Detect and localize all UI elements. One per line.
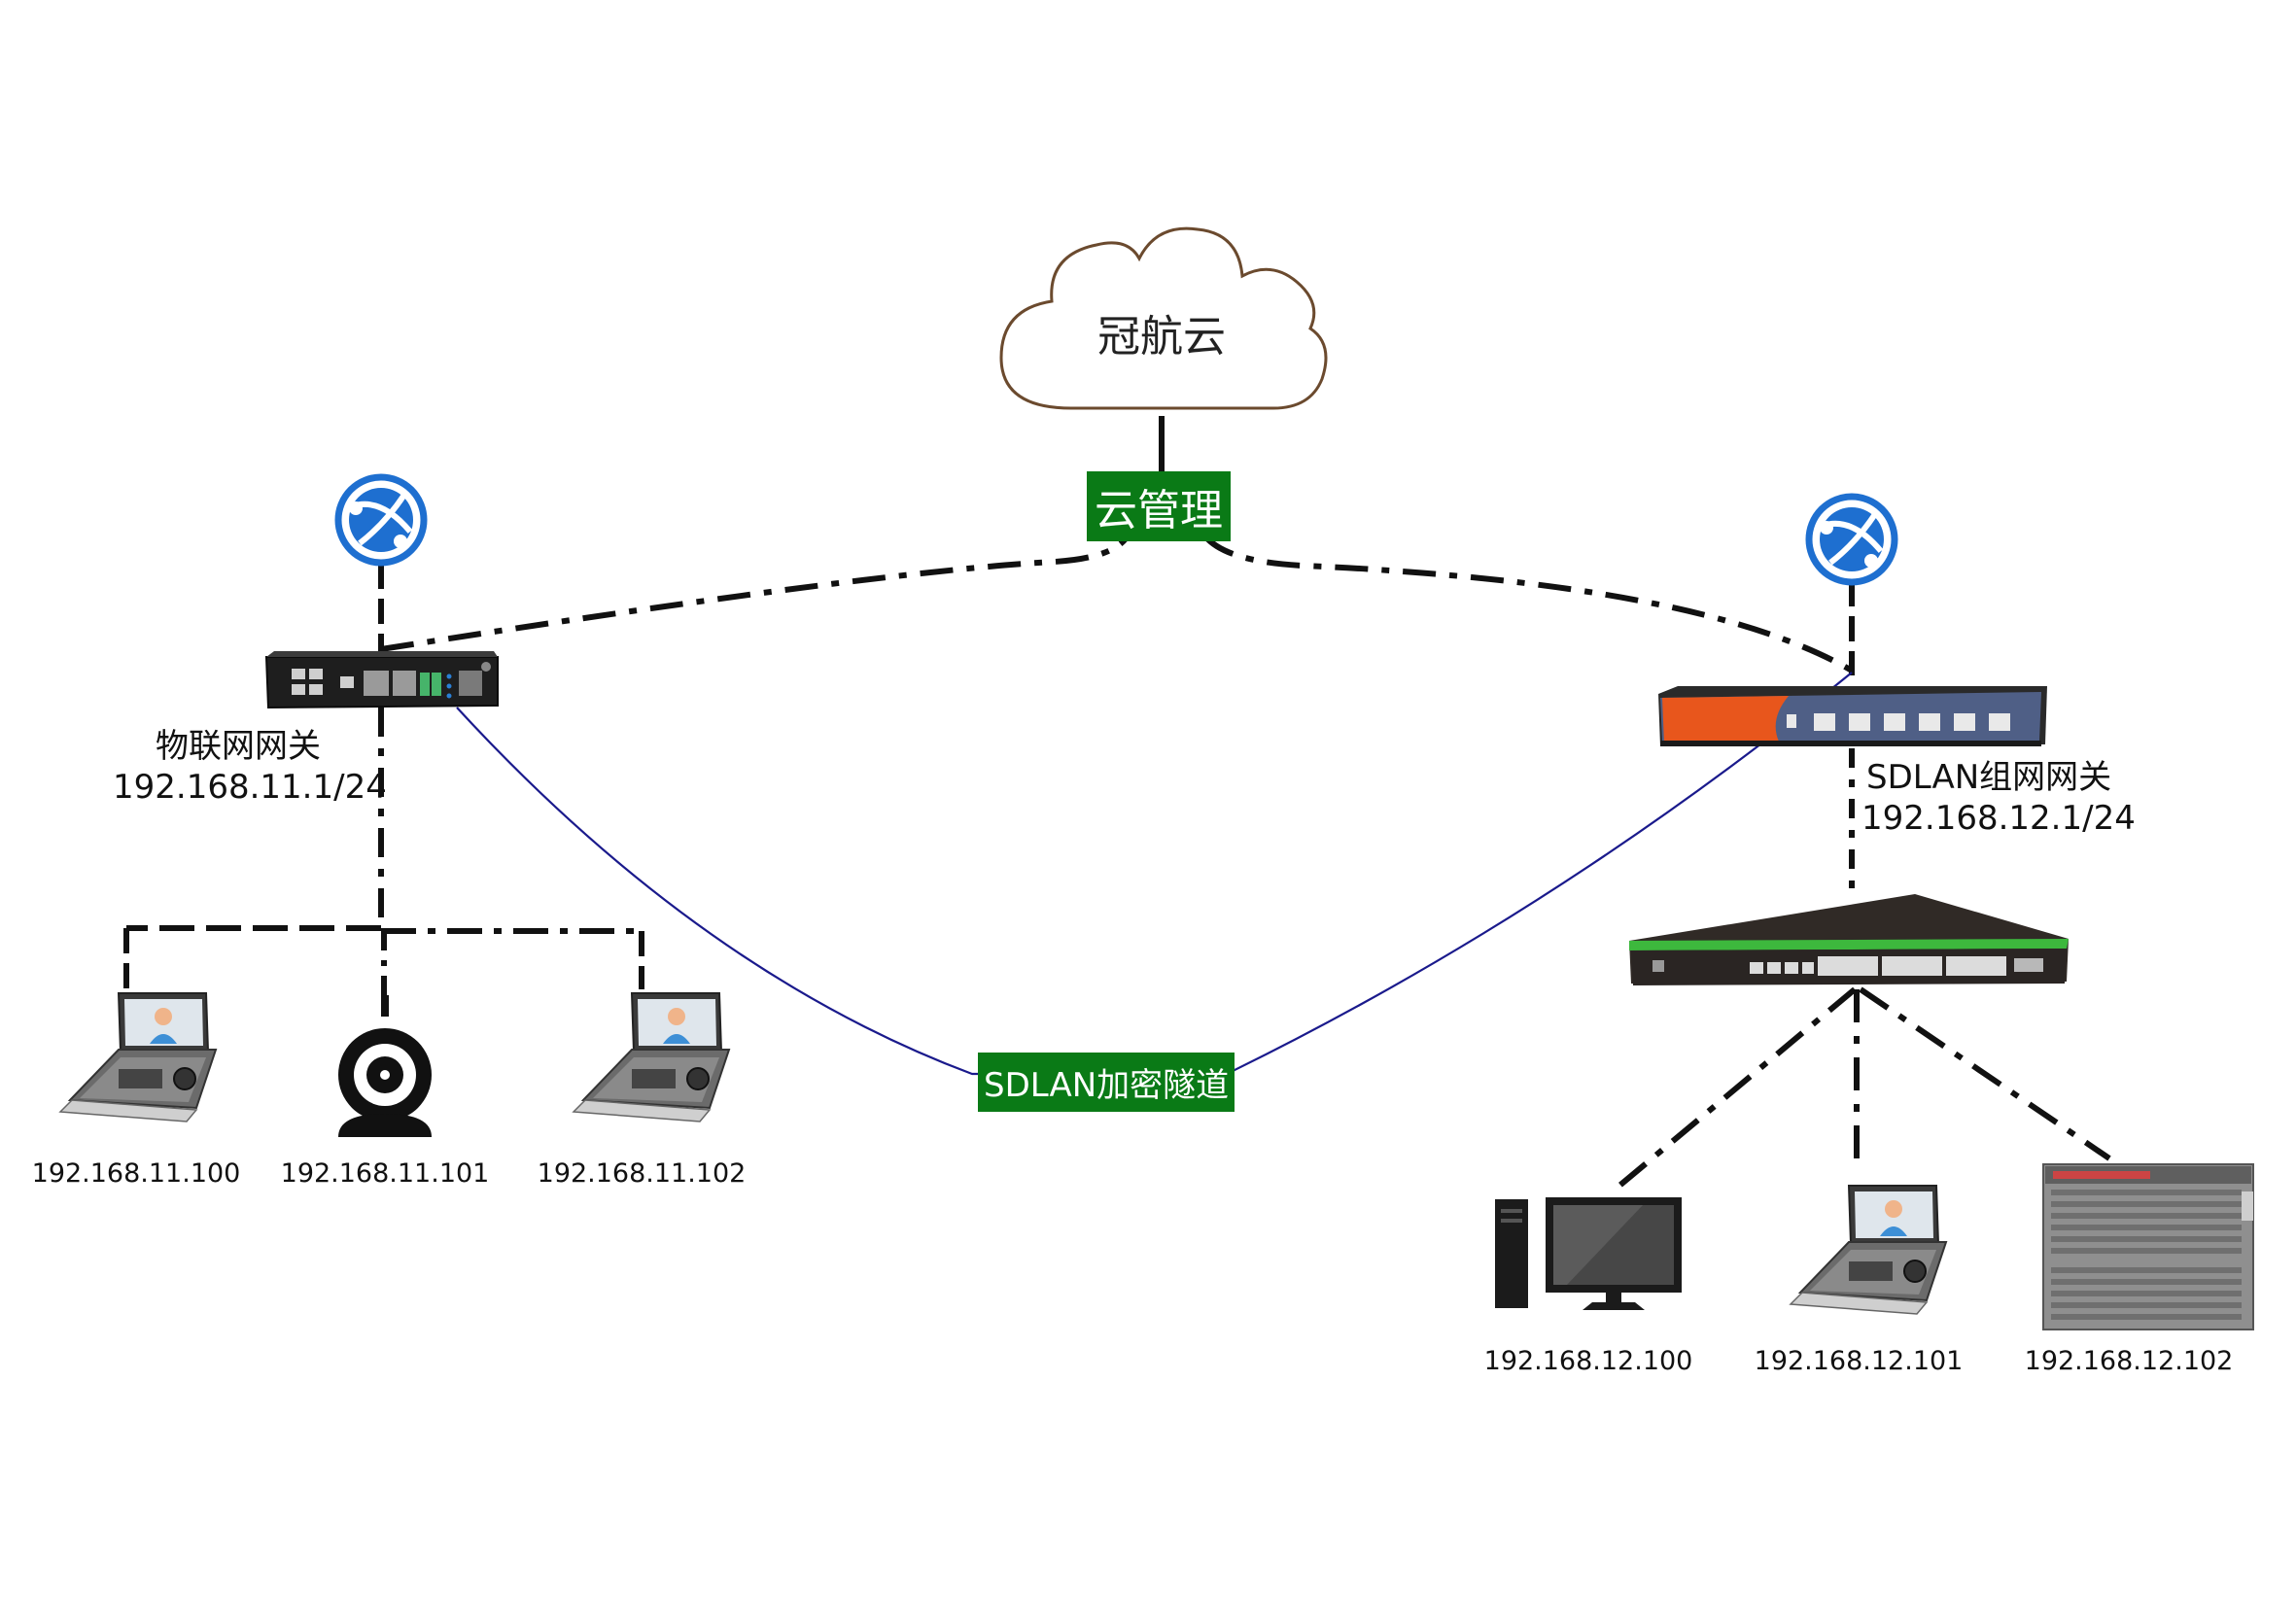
left-device-2-ip: 192.168.11.101 [280,1158,490,1189]
video-phone-icon [573,992,730,1122]
switch-link-server [1859,986,2111,1161]
switch-link-pc [1612,986,1857,1193]
right-device-3-ip: 192.168.12.102 [2024,1346,2234,1376]
video-phone-icon [59,992,217,1122]
router-icon [264,651,499,709]
rack-server-icon [2042,1163,2254,1330]
cloud-icon [999,226,1328,410]
gateway-left-ip: 192.168.11.1/24 [113,768,387,807]
cloud-management-tag: 云管理 [1087,471,1231,541]
sdlan-tunnel-tag: SDLAN加密隧道 [978,1053,1235,1112]
right-device-2-ip: 192.168.12.101 [1754,1346,1964,1376]
router-icon [1658,686,2047,746]
cloud-mgmt-link-right [1202,534,1854,673]
left-device-3-ip: 192.168.11.102 [537,1158,747,1189]
left-device-1-ip: 192.168.11.100 [31,1158,241,1189]
video-phone-icon [1790,1185,1947,1315]
right-device-1-ip: 192.168.12.100 [1483,1346,1693,1376]
gateway-right-ip: 192.168.12.1/24 [1861,799,2136,838]
desktop-pc-icon [1495,1197,1682,1310]
cloud-mgmt-link-left [380,531,1132,652]
switch-icon [1629,894,2069,985]
connection-lines [123,416,2111,1193]
internet-icon [338,477,424,563]
webcam-icon [338,995,432,1137]
internet-icon [1809,497,1895,582]
gateway-left-name: 物联网网关 [156,727,321,766]
cloud-label: 冠航云 [1097,312,1226,362]
gateway-right-name: SDLAN组网网关 [1866,758,2112,797]
